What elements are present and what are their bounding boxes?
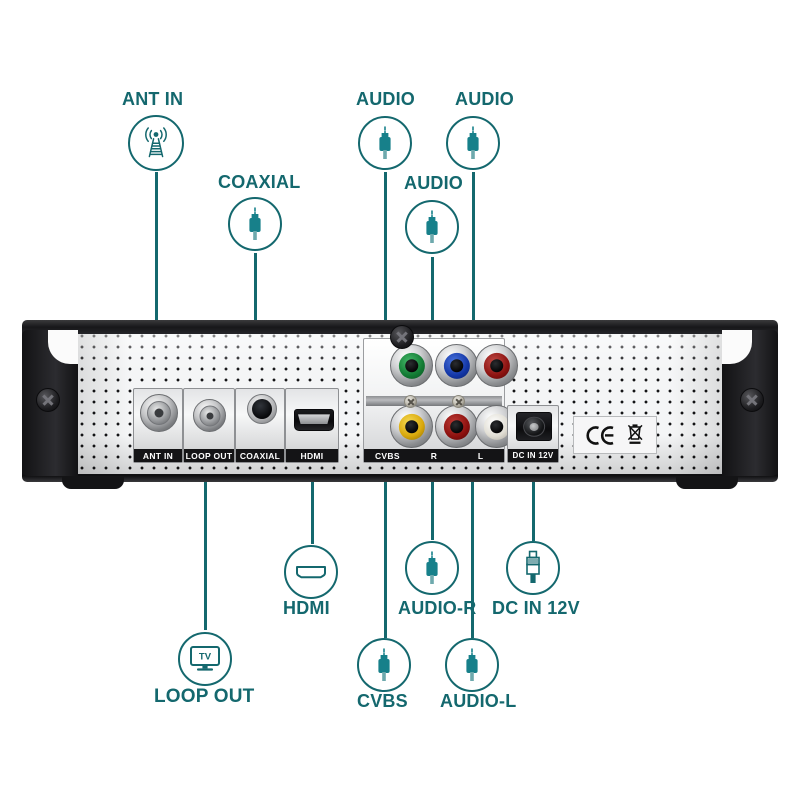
callout-label-audio-2: AUDIO: [455, 89, 514, 109]
bay-coaxial: COAXIAL: [235, 388, 285, 463]
port-label-coaxial: COAXIAL: [236, 449, 284, 462]
lead-line-cvbs: [384, 430, 387, 638]
lead-line-audio-2: [472, 172, 475, 370]
rca-plate-screw-right: [452, 395, 465, 408]
rca-plate-divider: [366, 396, 502, 406]
audio-plug-icon: [249, 207, 261, 240]
chassis-foot-right: [676, 477, 738, 489]
callout-label-audio-1: AUDIO: [356, 89, 415, 109]
port-label-ant-in: ANT IN: [134, 449, 182, 462]
rca-plate-screw-left: [404, 395, 417, 408]
port-component-pb[interactable]: [435, 344, 478, 387]
antenna-tower-icon: [145, 127, 167, 158]
callout-bubble-audio-2: [446, 116, 500, 170]
svg-text:TV: TV: [199, 652, 212, 663]
port-component-pr[interactable]: [475, 344, 518, 387]
lead-line-dc-in: [532, 436, 535, 541]
port-label-audio-l: L: [477, 450, 484, 461]
audio-plug-icon: [378, 648, 390, 681]
weee-crossed-bin-icon: [627, 424, 643, 444]
callout-bubble-audio-3: [405, 200, 459, 254]
port-label-loop-out: LOOP OUT: [184, 449, 234, 462]
callout-label-loop-out: LOOP OUT: [154, 686, 255, 707]
audio-plug-icon: [426, 551, 438, 584]
port-label-cvbs: CVBS: [374, 450, 400, 461]
port-dc-in-12v[interactable]: [516, 412, 552, 441]
callout-bubble-ant-in: [128, 115, 184, 171]
port-label-hdmi: HDMI: [286, 449, 338, 462]
lead-line-audio-r: [431, 430, 434, 540]
callout-bubble-coaxial: [228, 197, 282, 251]
port-loop-out[interactable]: [193, 399, 226, 432]
hdmi-port-opening: [298, 414, 330, 424]
port-ant-in[interactable]: [140, 394, 178, 432]
lead-line-loop-out: [204, 430, 207, 630]
callout-bubble-audio-1: [358, 116, 412, 170]
tv-monitor-icon: TV: [190, 646, 220, 671]
callout-bubble-audio-r: [405, 541, 459, 595]
callout-label-coaxial: COAXIAL: [218, 172, 301, 192]
set-top-box-rear-panel: ANT IN LOOP OUT COAXIAL HDMI: [22, 320, 778, 489]
dc-jack-center-pin: [529, 422, 539, 431]
lead-line-hdmi: [311, 434, 314, 544]
compliance-marks-plate: [573, 416, 657, 454]
audio-plug-icon: [467, 126, 479, 159]
rca-plate-labels: CVBS R L: [364, 449, 504, 462]
port-hdmi[interactable]: [294, 409, 334, 431]
lead-line-audio-l: [471, 430, 474, 638]
callout-bubble-audio-l: [445, 638, 499, 692]
callout-label-dc-in-12v: DC IN 12V: [492, 598, 580, 618]
callout-label-audio-3: AUDIO: [404, 173, 463, 193]
bay-ant-in: ANT IN: [133, 388, 183, 463]
dc-power-plug-icon: [526, 550, 540, 583]
port-label-audio-r: R: [430, 450, 438, 461]
callout-label-audio-r: AUDIO-R: [398, 598, 477, 618]
port-component-y[interactable]: [390, 344, 433, 387]
lead-line-ant-in: [155, 172, 158, 408]
bay-hdmi: HDMI: [285, 388, 339, 463]
callout-bubble-dc-in-12v: [506, 541, 560, 595]
callout-bubble-cvbs: [357, 638, 411, 692]
chassis-screw-right: [740, 388, 764, 412]
callout-label-ant-in: ANT IN: [122, 89, 184, 109]
chassis-screw-left: [36, 388, 60, 412]
ce-mark-icon: [585, 425, 613, 445]
port-cvbs[interactable]: [390, 405, 433, 448]
bay-dc-in-12v: DC IN 12V: [507, 405, 559, 463]
audio-plug-icon: [426, 210, 438, 243]
lead-line-audio-1: [384, 172, 387, 368]
callout-bubble-loop-out: TV: [178, 632, 232, 686]
audio-plug-icon: [379, 126, 391, 159]
callout-label-hdmi: HDMI: [283, 598, 330, 618]
callout-label-cvbs: CVBS: [357, 691, 408, 711]
callout-label-audio-l: AUDIO-L: [440, 691, 517, 711]
port-coaxial[interactable]: [247, 394, 277, 424]
callout-bubble-hdmi: [284, 545, 338, 599]
audio-plug-icon: [466, 648, 478, 681]
port-audio-r[interactable]: [435, 405, 478, 448]
port-label-dc-in-12v: DC IN 12V: [508, 449, 558, 462]
rca-connector-plate: CVBS R L: [363, 338, 518, 463]
chassis-foot-left: [62, 477, 124, 489]
lead-line-audio-3: [431, 257, 434, 370]
bay-loop-out: LOOP OUT: [183, 388, 235, 463]
hdmi-port-icon: [296, 566, 326, 579]
rca-block-screw-top: [390, 325, 414, 349]
